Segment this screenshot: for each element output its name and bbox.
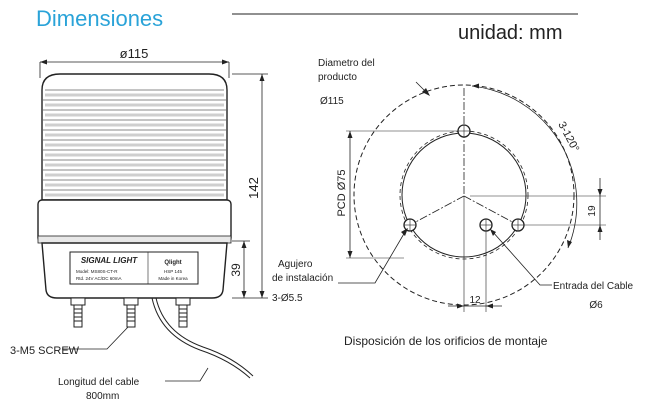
screw-label: 3-M5 SCREW [10,345,80,357]
lens-outline [41,73,228,201]
cable-line-a [151,297,251,379]
plate-right-line-2: Made in Korea [158,276,188,281]
screw-center [123,297,139,328]
lens-rib-shadows [45,93,224,197]
angle-arc [471,85,578,249]
bottom-view: PCD Ø75 Diametro del producto Ø115 3-120… [272,58,633,348]
diameter-value: Ø115 [320,96,344,107]
base-height-label: 39 [229,263,243,277]
cable-entry-label: Entrada del Cable [553,281,633,292]
plate-line-2: Rtd. 24V AC/DC 60mA [76,276,122,281]
angle-label: 3-120° [555,120,581,154]
offset-12-label: 12 [469,295,481,306]
diameter-label-line2: producto [318,72,357,83]
offset-19-label: 19 [587,205,598,217]
height-label: 142 [246,177,261,199]
screw-right [175,297,191,328]
front-view: ø115 [10,46,268,402]
hole-value: 3-Ø5.5 [272,293,303,304]
cable-line-b [155,297,254,377]
section-title: Dimensiones [36,6,164,31]
diameter-label-line1: Diametro del [318,58,375,69]
hole-leader [338,231,406,284]
hole-label-line1: Agujero [278,259,313,270]
plate-right-line-1: HSP 145 [164,269,182,274]
cable-label-line2: 800mm [86,391,119,402]
bottom-view-caption: Disposición de los orificios de montaje [344,334,548,348]
pcd-label: PCD Ø75 [336,169,348,216]
hole-label-line2: de instalación [272,273,333,284]
plate-brand: Qlight [164,260,181,266]
cable-leader [165,367,209,382]
cable-entry-leader [491,230,552,286]
lens-ribs [43,89,226,191]
plate-line-1: Model: MS80S-CT-R [76,269,118,274]
cable-entry-value: Ø6 [589,300,603,311]
unit-label: unidad: mm [458,22,563,44]
screw-leader [62,326,129,350]
width-label: ø115 [120,46,149,61]
label-plate [69,251,199,285]
plate-title: SIGNAL LIGHT [81,256,138,265]
screw-left [70,297,86,328]
cable-label-line1: Longitud del cable [58,377,140,388]
